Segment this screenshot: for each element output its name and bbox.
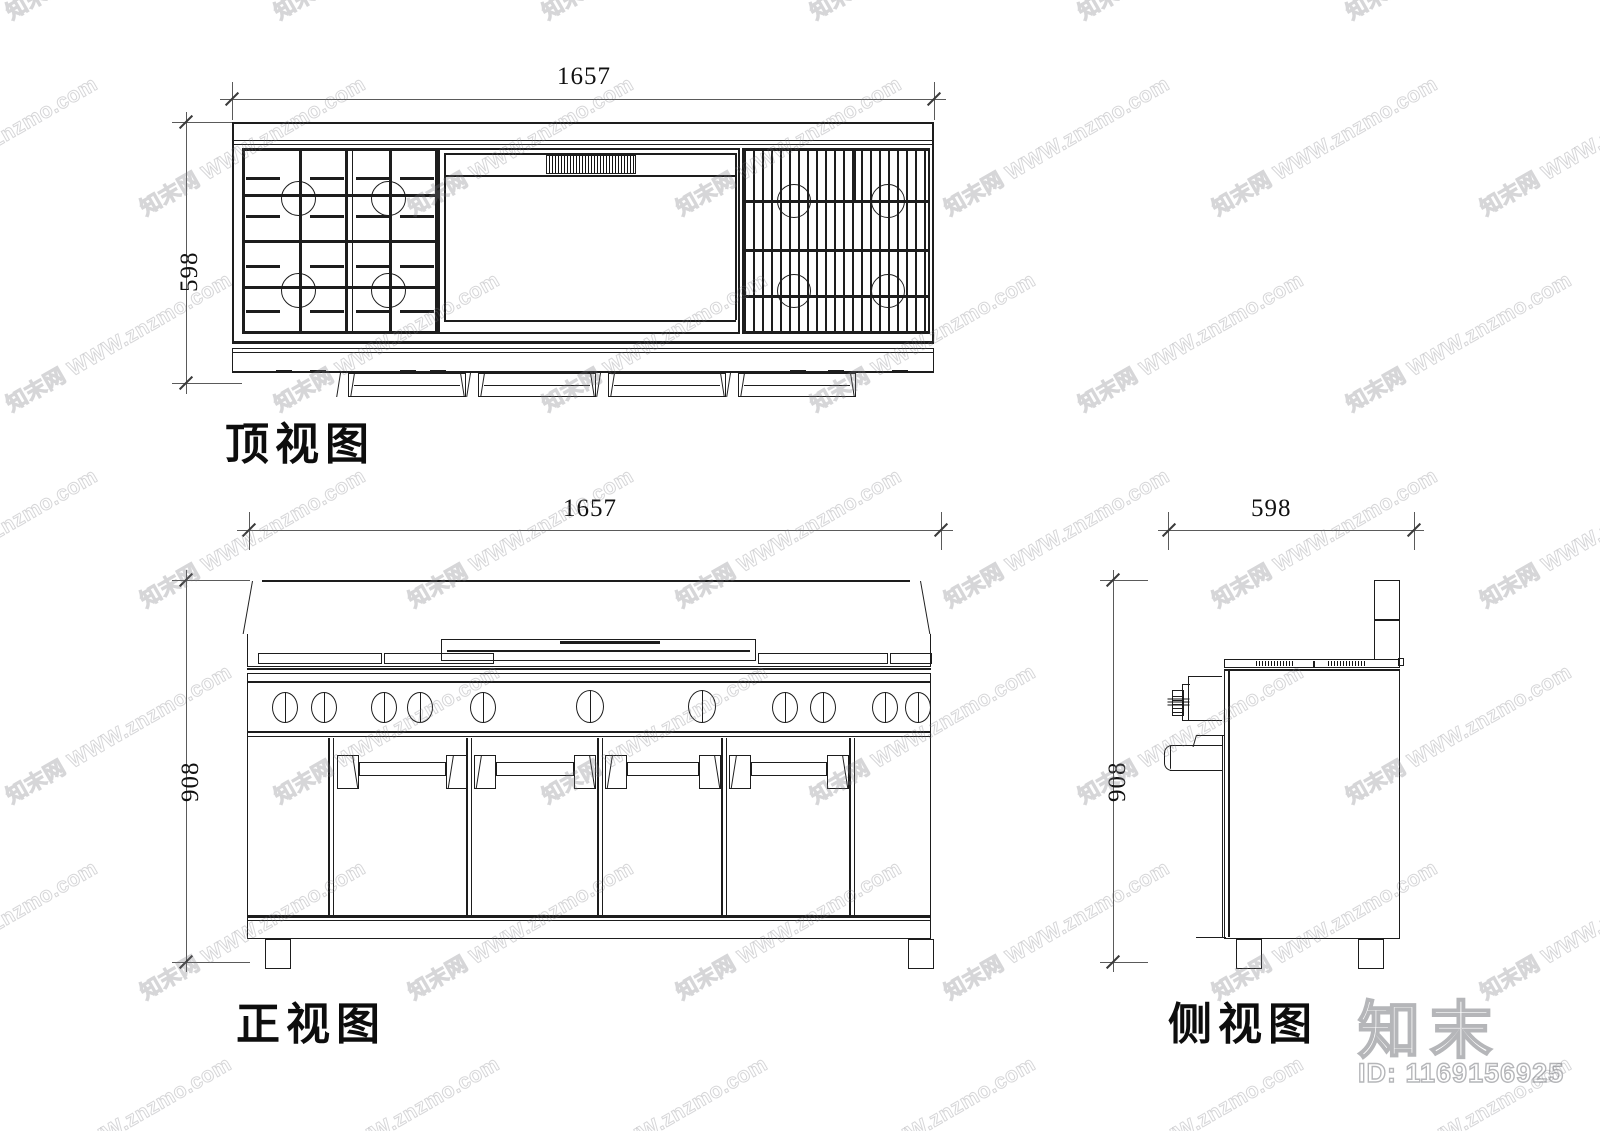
door-divider-3 [597, 738, 599, 918]
top-rear-rail-2 [234, 144, 932, 145]
top-grill-burner-2 [871, 184, 905, 218]
front-view-label: 正视图 [236, 999, 386, 1050]
side-depth-value: 598 [1251, 495, 1292, 522]
front-leg-right [908, 939, 934, 969]
top-burner-1 [281, 181, 316, 216]
top-width-value: 1657 [557, 63, 611, 90]
side-leg-front [1236, 939, 1262, 969]
door-divider-4 [721, 738, 723, 918]
side-view-label: 侧视图 [1168, 999, 1318, 1050]
top-burner-4 [371, 273, 406, 308]
brand-watermark: 知末 [1357, 993, 1503, 1068]
drawing-id-label: ID: 1169156925 [1357, 1057, 1565, 1088]
side-height-value: 908 [1104, 761, 1131, 803]
front-leg-left [265, 939, 291, 969]
top-burner-3 [281, 273, 316, 308]
top-depth-value: 598 [176, 251, 203, 293]
door-divider-5 [849, 738, 851, 918]
top-burner-2 [371, 181, 406, 216]
top-view-label: 顶视图 [225, 419, 375, 470]
front-width-value: 1657 [563, 495, 617, 522]
top-grill-burner-3 [777, 274, 811, 308]
side-leg-rear [1358, 939, 1384, 969]
top-grease-vent-slot [546, 155, 636, 174]
top-rear-rail [234, 140, 932, 141]
door-divider-1 [328, 738, 330, 918]
top-grill-burner-1 [777, 184, 811, 218]
front-height-value: 908 [177, 761, 204, 803]
top-grill-burner-4 [871, 274, 905, 308]
door-divider-2 [466, 738, 468, 918]
